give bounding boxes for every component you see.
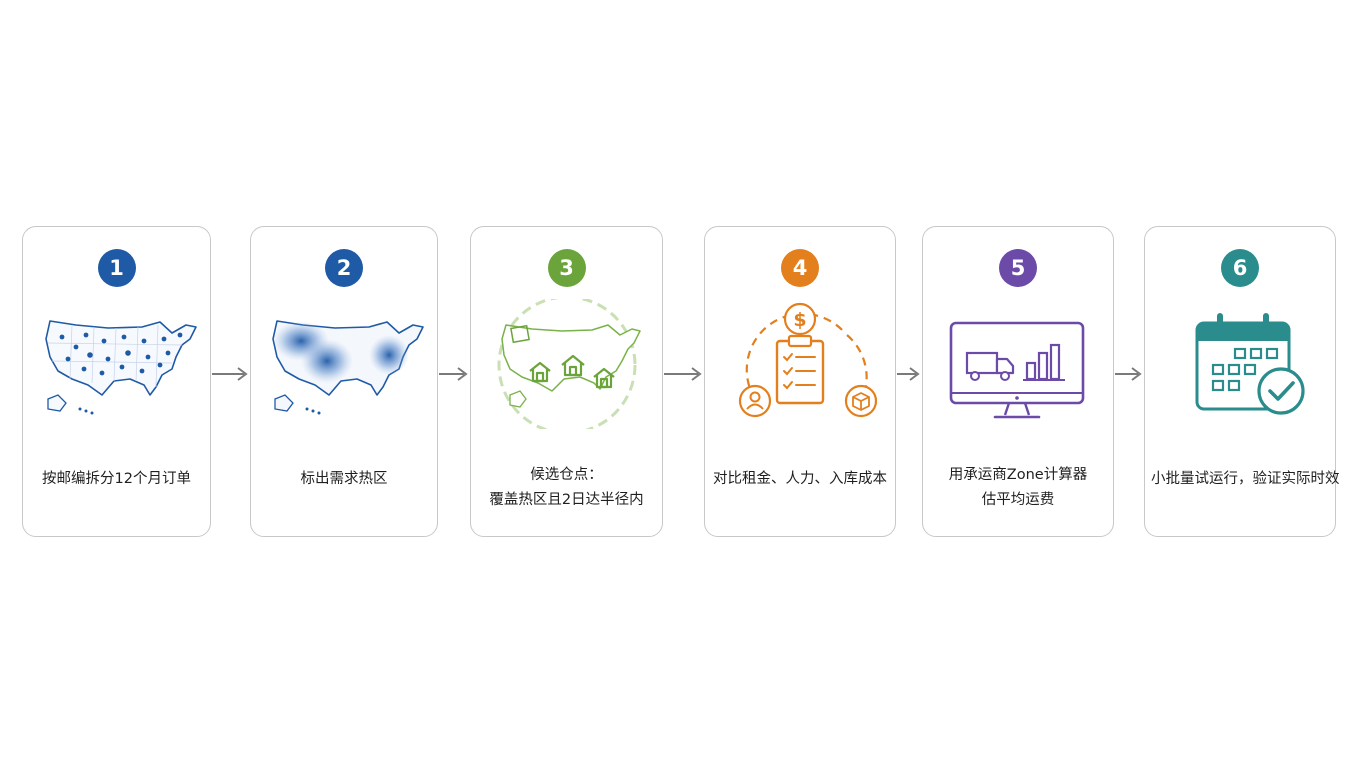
us-map-dots-icon	[32, 299, 202, 429]
flow-arrow	[896, 364, 922, 384]
step-number-badge: 5	[999, 249, 1037, 287]
step-caption: 小批量试运行，验证实际时效	[1151, 471, 1340, 487]
cost-clipboard-icon: $	[715, 299, 885, 429]
step-card-6: 6 小批量试运行，验证实际时效	[1144, 226, 1340, 537]
step-card-2: 2 标出需求热区	[250, 226, 438, 537]
step-number-badge: 6	[1221, 249, 1259, 287]
step-card-3: 3 候选仓点： 覆盖热区且2日达半径内	[470, 226, 663, 537]
calendar-check-icon	[1155, 299, 1325, 429]
freight-monitor-icon	[933, 299, 1103, 429]
step-caption: 按邮编拆分12个月订单	[42, 471, 191, 487]
warehouse-map-icon	[482, 299, 652, 429]
step-number-badge: 2	[325, 249, 363, 287]
flow-arrow	[211, 364, 250, 384]
step-number-badge: 4	[781, 249, 819, 287]
step-card-1: 1 按	[22, 226, 211, 537]
step-number-badge: 1	[97, 249, 136, 287]
step-caption: 用承运商Zone计算器 估平均运费	[948, 467, 1088, 508]
flow-arrow	[438, 364, 470, 384]
flow-arrow	[663, 364, 704, 384]
step-caption: 标出需求热区	[300, 471, 388, 487]
flow-arrow	[1114, 364, 1144, 384]
svg-text:$: $	[793, 309, 806, 331]
us-heatmap-icon	[259, 299, 429, 429]
step-caption: 对比租金、人力、入库成本	[713, 471, 887, 487]
step-card-4: 4 $ 对比租金、人力、入库成本	[704, 226, 896, 537]
step-card-5: 5 用承运商Zone计算器 估平均运	[922, 226, 1114, 537]
step-number-badge: 3	[547, 249, 586, 287]
step-caption: 候选仓点： 覆盖热区且2日达半径内	[489, 467, 644, 508]
